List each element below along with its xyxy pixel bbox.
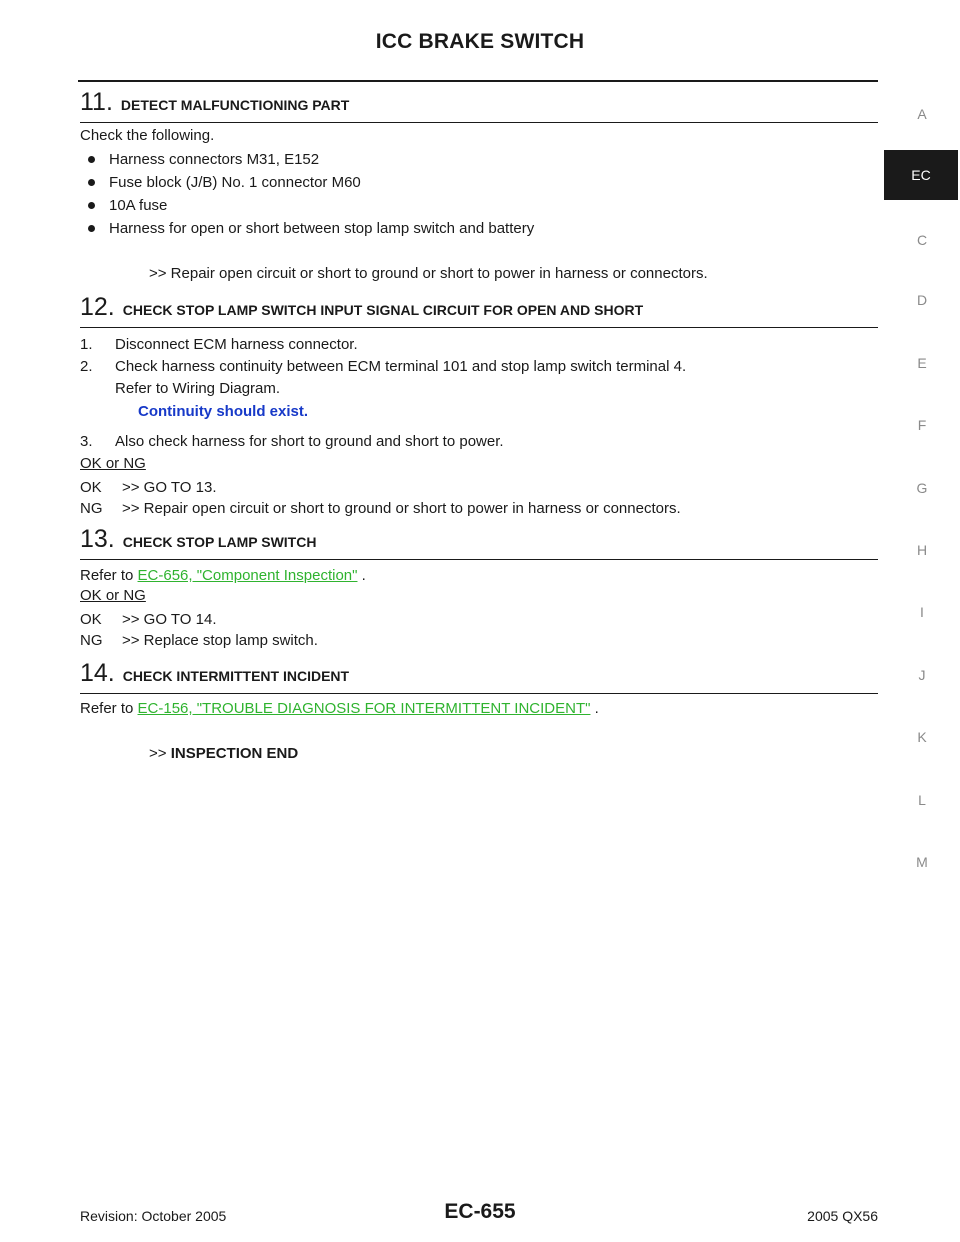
bullet-icon: [88, 156, 95, 163]
ok-or-ng-label: OK or NG: [80, 455, 146, 472]
step-title: CHECK INTERMITTENT INCIDENT: [122, 668, 350, 684]
step-13-results: OK>> GO TO 14. NG>> Replace stop lamp sw…: [80, 609, 318, 651]
tab-g[interactable]: G: [916, 480, 928, 496]
step-11-intro: Check the following.: [80, 127, 215, 144]
step-title: CHECK STOP LAMP SWITCH: [122, 534, 317, 550]
list-item: 10A fuse: [80, 194, 534, 217]
spec-note: Continuity should exist.: [138, 403, 309, 420]
tab-e[interactable]: E: [917, 355, 927, 371]
step-number: 11.: [80, 88, 113, 116]
step-12-heading: 12. CHECK STOP LAMP SWITCH INPUT SIGNAL …: [80, 293, 878, 328]
ok-or-ng-label: OK or NG: [80, 587, 146, 604]
tab-j[interactable]: J: [918, 667, 926, 683]
footer-model: 2005 QX56: [807, 1208, 878, 1224]
step-12-numbered-list-cont: 3.Also check harness for short to ground…: [80, 431, 504, 453]
inspection-end: >> INSPECTION END: [149, 745, 299, 762]
step-14-heading: 14. CHECK INTERMITTENT INCIDENT: [80, 659, 878, 694]
step-title: DETECT MALFUNCTIONING PART: [120, 97, 350, 113]
intermittent-incident-link[interactable]: EC-156, "TROUBLE DIAGNOSIS FOR INTERMITT…: [137, 700, 591, 717]
step-14-refer: Refer to EC-156, "TROUBLE DIAGNOSIS FOR …: [80, 700, 599, 717]
list-item: Harness for open or short between stop l…: [80, 217, 534, 240]
step-11-bullet-list: Harness connectors M31, E152 Fuse block …: [80, 148, 534, 240]
step-13-refer: Refer to EC-656, "Component Inspection" …: [80, 567, 366, 584]
tab-d[interactable]: D: [916, 292, 928, 308]
header-rule: [78, 80, 878, 82]
tab-l[interactable]: L: [918, 792, 926, 808]
ng-result-row: NG>> Replace stop lamp switch.: [80, 632, 318, 649]
footer-revision: Revision: October 2005: [80, 1208, 227, 1224]
ng-result-row: NG>> Repair open circuit or short to gro…: [80, 500, 681, 517]
list-item: 1.Disconnect ECM harness connector.: [80, 336, 358, 353]
component-inspection-link[interactable]: EC-656, "Component Inspection": [137, 567, 358, 584]
tab-a[interactable]: A: [917, 106, 927, 122]
page-title: ICC BRAKE SWITCH: [375, 30, 585, 53]
step-11-result: >> Repair open circuit or short to groun…: [149, 265, 708, 282]
step-number: 12.: [80, 293, 115, 321]
tab-h[interactable]: H: [916, 542, 928, 558]
step-12-numbered-list: 1.Disconnect ECM harness connector. 2.Ch…: [80, 334, 686, 400]
step-13-heading: 13. CHECK STOP LAMP SWITCH: [80, 525, 878, 560]
bullet-icon: [88, 179, 95, 186]
tab-k[interactable]: K: [917, 729, 927, 745]
list-item-continuation: Refer to Wiring Diagram.: [115, 380, 281, 397]
step-12-results: OK>> GO TO 13. NG>> Repair open circuit …: [80, 477, 681, 519]
step-11-heading: 11. DETECT MALFUNCTIONING PART: [80, 88, 878, 123]
list-item: Fuse block (J/B) No. 1 connector M60: [80, 171, 534, 194]
step-number: 14.: [80, 659, 115, 687]
tab-c[interactable]: C: [916, 232, 928, 248]
ok-result-row: OK>> GO TO 14.: [80, 611, 217, 628]
tab-ec[interactable]: EC: [884, 150, 958, 200]
step-number: 13.: [80, 525, 115, 553]
list-item: Harness connectors M31, E152: [80, 148, 534, 171]
tab-m[interactable]: M: [916, 854, 928, 870]
tab-f[interactable]: F: [917, 417, 927, 433]
ok-result-row: OK>> GO TO 13.: [80, 479, 217, 496]
tab-i[interactable]: I: [920, 604, 924, 620]
page-number: EC-655: [444, 1200, 516, 1223]
bullet-icon: [88, 225, 95, 232]
list-item: 2.Check harness continuity between ECM t…: [80, 358, 687, 375]
bullet-icon: [88, 202, 95, 209]
list-item: 3.Also check harness for short to ground…: [80, 433, 504, 450]
step-title: CHECK STOP LAMP SWITCH INPUT SIGNAL CIRC…: [122, 302, 644, 318]
